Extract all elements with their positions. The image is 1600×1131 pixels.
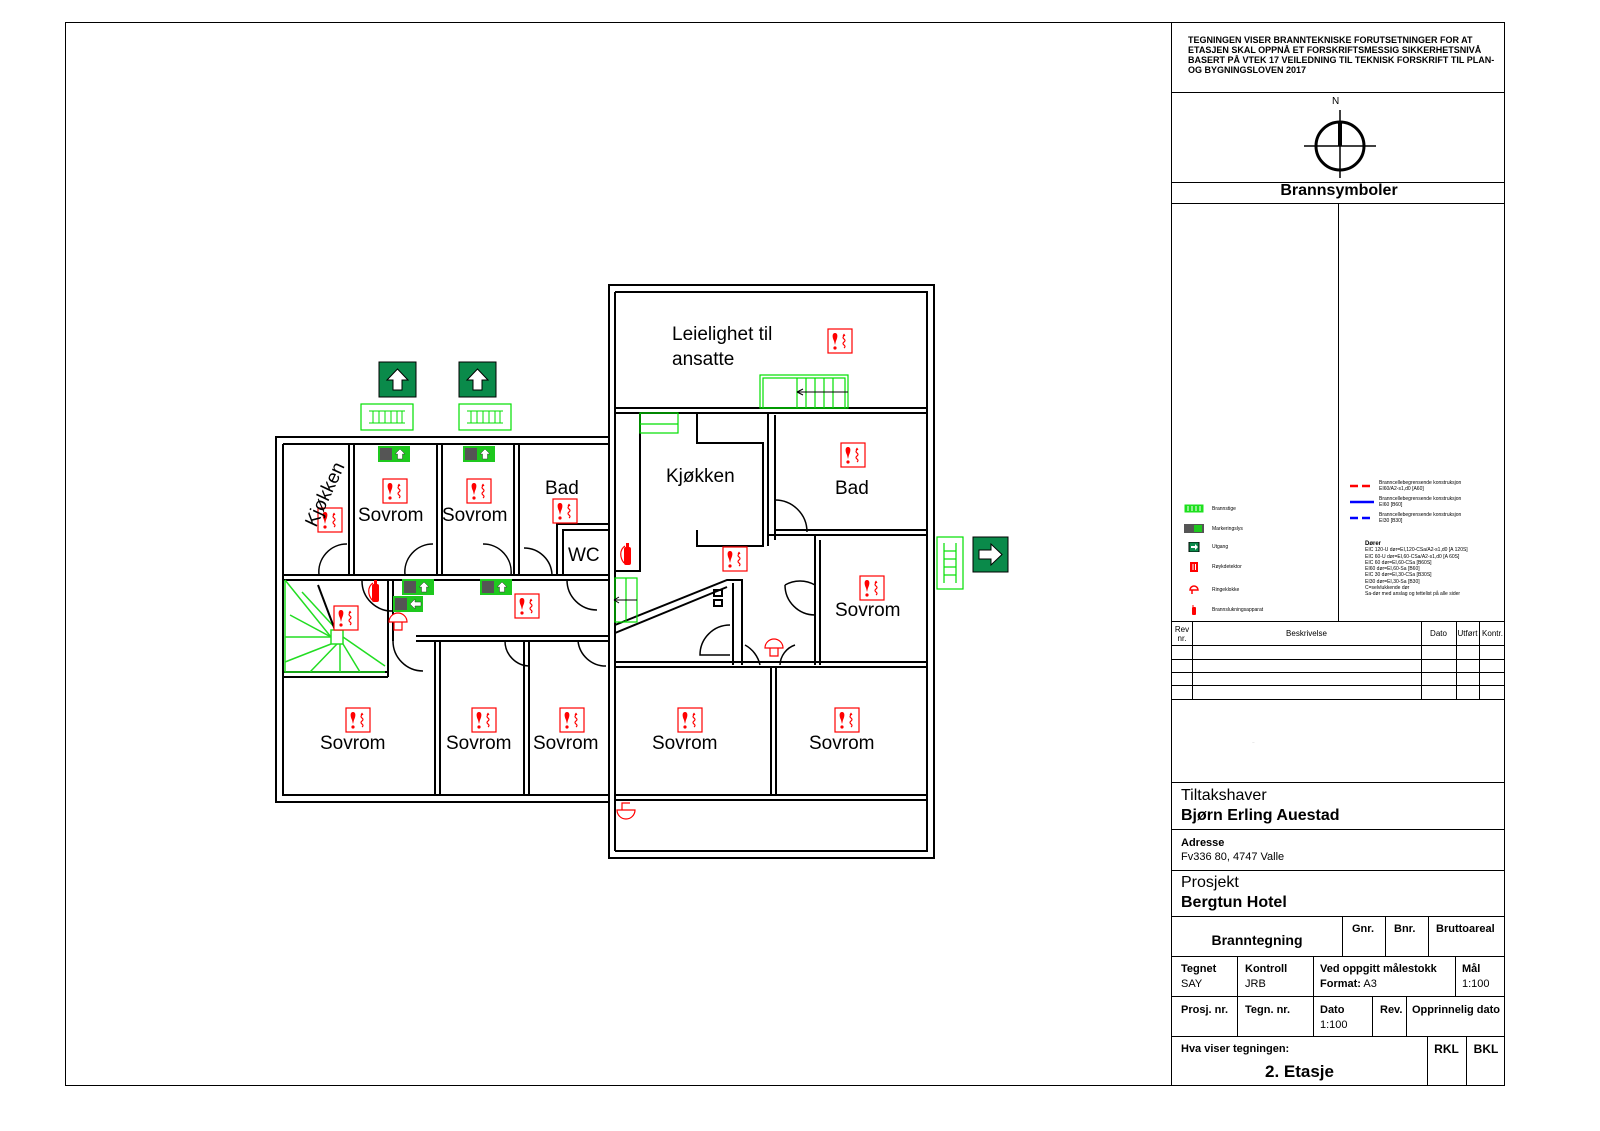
drawing-frame: [65, 22, 1505, 1086]
fire-ladder-icon: [1184, 504, 1204, 513]
legend-line-a60: Branncellebegrensende konstruksjon EI60/…: [1350, 480, 1461, 493]
project-name: Bergtun Hotel: [1181, 894, 1287, 911]
legend-line-b60: Branncellebegrensende konstruksjon EI60 …: [1350, 496, 1461, 509]
legend-item-brannstige: Brannstige: [1184, 504, 1236, 513]
scale-note-label: Ved oppgitt målestokk: [1320, 963, 1437, 975]
room-label: Kjøkken: [666, 466, 735, 487]
room-label: Sovrom: [652, 733, 717, 754]
rkl-label: RKL: [1434, 1042, 1459, 1056]
room-label: Leielighet til: [672, 324, 772, 345]
owner-label: Tiltakshaver: [1181, 787, 1267, 804]
regulation-note: TEGNINGEN VISER BRANNTEKNISKE FORUTSETNI…: [1188, 35, 1495, 75]
format-row: Format: A3: [1320, 978, 1377, 990]
smoke-detector-icon: [1190, 562, 1198, 572]
legend-item-ringeklokke: Ringeklokke: [1184, 585, 1239, 595]
fire-extinguisher-icon: [1192, 605, 1196, 615]
owner-name: Bjørn Erling Auestad: [1181, 807, 1340, 824]
project-label: Prosjekt: [1181, 874, 1239, 891]
title-block: TEGNINGEN VISER BRANNTEKNISKE FORUTSETNI…: [1171, 22, 1505, 1086]
room-label: Sovrom: [442, 505, 507, 526]
control-label: Kontroll: [1245, 963, 1288, 975]
north-arrow-icon: [1304, 110, 1376, 178]
blue-solid-line-icon: [1350, 500, 1374, 504]
date-value: 1:100: [1320, 1019, 1348, 1031]
control-value: JRB: [1245, 978, 1266, 990]
legend-title: Brannsymboler: [1280, 182, 1398, 199]
room-label: Sovrom: [835, 600, 900, 621]
floor-name: 2. Etasje: [1265, 1062, 1334, 1081]
room-label: Bad: [835, 478, 869, 499]
date-label: Dato: [1320, 1004, 1345, 1016]
exit-sign-icon: [1188, 542, 1200, 552]
drawn-value: SAY: [1181, 978, 1203, 990]
room-label: Sovrom: [446, 733, 511, 754]
address-label: Adresse: [1181, 837, 1225, 849]
blue-dashed-line-icon: [1350, 516, 1374, 520]
shows-label: Hva viser tegningen:: [1181, 1043, 1290, 1055]
scale-label: Mål: [1462, 963, 1481, 975]
doors-legend: Dører EIC 120-U dør=EI,120-CSa/A2-s1,d0 …: [1365, 541, 1468, 598]
bkl-label: BKL: [1473, 1042, 1499, 1056]
small-note: ...: [1252, 740, 1255, 744]
done-header: Utført: [1457, 629, 1478, 638]
address-value: Fv336 80, 4747 Valle: [1181, 851, 1285, 863]
date-header: Dato: [1430, 629, 1447, 638]
legend-item-brannslukningsapparat: Brannslukningsapparat: [1184, 605, 1263, 615]
scale-value: 1:100: [1462, 978, 1490, 990]
bnr-label: Bnr.: [1394, 923, 1416, 935]
legend-item-utgang: Utgang: [1184, 542, 1228, 552]
project-no-label: Prosj. nr.: [1181, 1004, 1229, 1016]
room-label: Sovrom: [358, 505, 423, 526]
legend-line-b30: Branncellebegrensende konstruksjon EI30 …: [1350, 512, 1461, 525]
drawn-label: Tegnet: [1181, 963, 1217, 975]
legend-item-roykdetektor: Røykdetektor: [1184, 562, 1242, 572]
room-label: ansatte: [672, 349, 734, 370]
drawing-type: Branntegning: [1211, 932, 1303, 948]
legend-item-markeringslys: Markeringslys: [1184, 524, 1243, 533]
drawing-no-label: Tegn. nr.: [1245, 1004, 1291, 1016]
fire-bell-icon: [1189, 585, 1199, 594]
room-label: Sovrom: [809, 733, 874, 754]
room-label: WC: [568, 545, 600, 566]
north-label: N: [1332, 96, 1340, 107]
original-date-label: Opprinnelig dato: [1412, 1004, 1500, 1016]
red-dashed-line-icon: [1350, 484, 1374, 488]
control-header: Kontr.: [1482, 629, 1503, 638]
gross-area-label: Bruttoareal: [1436, 923, 1495, 935]
floor-plan: Kjøkken Sovrom Sovrom Bad WC Sovrom Sovr…: [275, 284, 1009, 859]
room-label: Sovrom: [533, 733, 598, 754]
room-label: Bad: [545, 478, 579, 499]
rev-label: Rev.: [1380, 1004, 1403, 1016]
rev-nr-header: Rev nr.: [1174, 625, 1190, 643]
room-label: Sovrom: [320, 733, 385, 754]
marking-light-icon: [1184, 524, 1204, 533]
gnr-label: Gnr.: [1352, 923, 1375, 935]
description-header: Beskrivelse: [1286, 629, 1327, 638]
